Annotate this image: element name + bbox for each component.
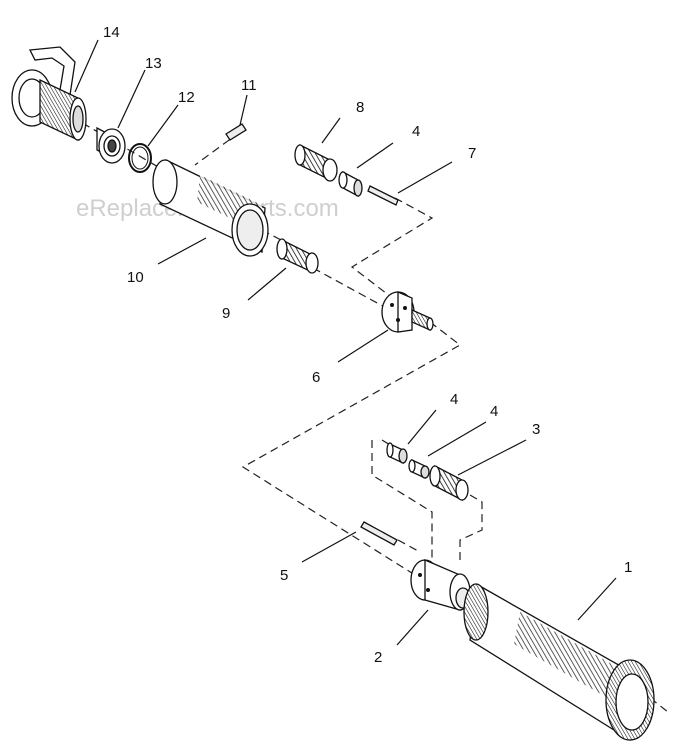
part-4-bushing-lower-left bbox=[386, 442, 408, 465]
callout-14: 14 bbox=[103, 24, 120, 41]
callout-5: 5 bbox=[280, 567, 288, 584]
part-9-sun-gear bbox=[276, 238, 319, 274]
part-5-pin bbox=[360, 521, 398, 546]
callout-labels: 14 13 12 11 10 9 8 7 6 5 4 4 4 3 2 1 bbox=[103, 24, 632, 666]
part-12-retaining-ring bbox=[128, 143, 152, 173]
part-8-planet-gear bbox=[294, 143, 338, 182]
part-14-end-cap bbox=[11, 46, 87, 142]
callout-8: 8 bbox=[356, 99, 364, 116]
part-2-output-carrier bbox=[410, 559, 471, 611]
callout-11: 11 bbox=[241, 77, 257, 94]
part-4-bushing-upper bbox=[338, 170, 363, 198]
callout-4-upper: 4 bbox=[412, 123, 420, 140]
callout-10: 10 bbox=[127, 269, 144, 286]
part-10-ring-gear-housing bbox=[152, 159, 269, 257]
callout-9: 9 bbox=[222, 305, 230, 322]
callout-6: 6 bbox=[312, 369, 320, 386]
part-1-gearbox-housing bbox=[463, 583, 655, 742]
callout-4-lower-left: 4 bbox=[450, 391, 458, 408]
callout-1: 1 bbox=[624, 559, 632, 576]
part-3-planet-gear bbox=[429, 464, 469, 502]
callout-7: 7 bbox=[468, 145, 476, 162]
part-6-planet-carrier bbox=[381, 291, 434, 333]
callout-12: 12 bbox=[178, 89, 195, 106]
callout-2: 2 bbox=[374, 649, 382, 666]
part-11-pin bbox=[225, 123, 247, 141]
callout-4-lower-right: 4 bbox=[490, 403, 498, 420]
part-4-bushing-lower-right bbox=[408, 458, 430, 480]
part-13-bearing bbox=[96, 126, 126, 164]
callout-13: 13 bbox=[145, 55, 162, 72]
part-7-pin bbox=[367, 185, 399, 206]
leader-lines bbox=[74, 39, 617, 646]
callout-3: 3 bbox=[532, 421, 540, 438]
